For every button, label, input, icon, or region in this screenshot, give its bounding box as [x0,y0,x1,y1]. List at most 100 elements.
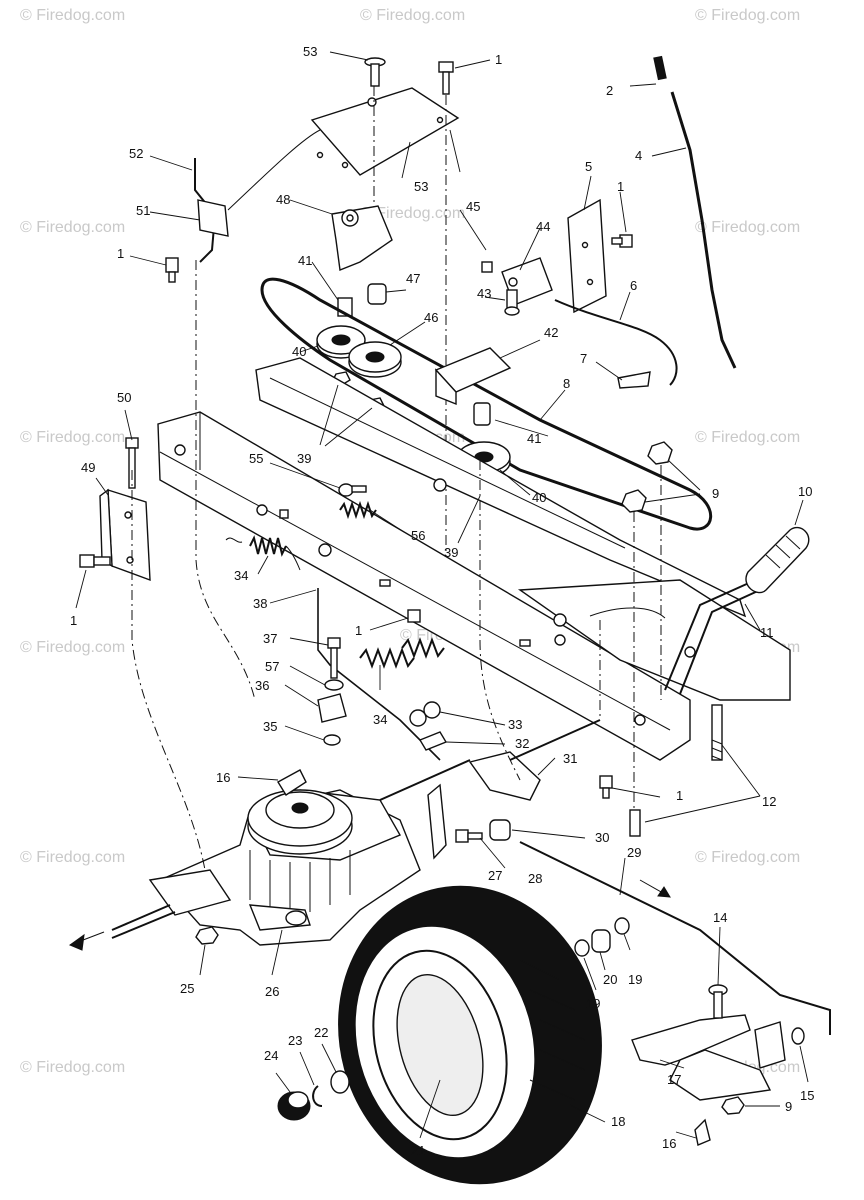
callout-19: 19 [628,972,642,987]
callout-41: 41 [298,253,312,268]
callout-10: 10 [798,484,812,499]
callout-45: 45 [466,199,480,214]
nut-9b [621,489,647,513]
watermark: © Firedog.com [20,429,125,446]
bracket-49-part [99,488,151,582]
callout-1: 1 [355,623,362,638]
callout-50: 50 [117,390,131,405]
bracket-51 [197,199,229,237]
watermark: © Firedog.com [20,1059,125,1076]
carriage-bolt-53 [364,57,386,87]
washer-57 [324,679,344,691]
callout-29: 29 [627,845,641,860]
callout-48: 48 [276,192,290,207]
frame-rear-plate [517,579,791,701]
washer-19b [614,917,630,935]
rod-38 [317,588,441,761]
spring-34b [359,637,445,669]
callout-4: 4 [635,148,642,163]
callout-9: 9 [785,1099,792,1114]
bolt-55 [338,483,367,497]
callout-12: 12 [762,794,776,809]
callout-35: 35 [263,719,277,734]
callout-1: 1 [617,179,624,194]
callout-22: 22 [314,1025,328,1040]
callout-38: 38 [253,596,267,611]
watermark: © Firedog.com [20,7,125,24]
callout-37: 37 [263,631,277,646]
clip-16 [277,769,307,796]
bolt-1-left [79,554,111,568]
callout-39: 39 [444,545,458,560]
callout-36: 36 [255,678,269,693]
callout-18: 18 [611,1114,625,1129]
callout-1: 1 [70,613,77,628]
nut-9a [647,441,673,465]
callout-32: 32 [515,736,529,751]
clip-23 [312,1085,323,1107]
callout-57: 57 [265,659,279,674]
callout-34: 34 [234,568,248,583]
watermark: © Firedog.com [695,849,800,866]
washer-15 [791,1027,805,1045]
watermark: © Firedog.com [360,205,465,222]
callout-16: 16 [216,770,230,785]
input-shaft [379,759,471,801]
idler-bracket-48 [331,205,393,271]
watermark: © Firedog.com [360,7,465,24]
callout-28: 28 [528,871,542,886]
bolt-50 [125,437,139,489]
cable-6 [554,299,678,386]
nut-25 [195,926,219,945]
callout-47: 47 [406,271,420,286]
bolt-1-bracket5 [611,234,633,248]
clip-7 [617,371,651,389]
callout-1: 1 [495,52,502,67]
watermark: © Firedog.com [695,219,800,236]
callout-26: 26 [265,984,279,999]
callout-6: 6 [630,278,637,293]
bolt-37 [327,637,341,679]
cap-30 [489,819,511,841]
arm-36 [317,693,347,723]
callout-25: 25 [180,981,194,996]
bolt-43 [504,289,520,316]
callout-9: 9 [712,486,719,501]
callout-53: 53 [414,179,428,194]
watermark: © Firedog.com [695,429,800,446]
callout-33: 33 [508,717,522,732]
bolt-12b [629,809,641,837]
bolt-1-center [407,609,421,623]
callout-24: 24 [264,1048,278,1063]
callout-16: 16 [662,1136,676,1151]
spacer-47 [367,283,387,305]
washer-22 [330,1070,350,1094]
callout-34: 34 [373,712,387,727]
watermark: © Firedog.com [20,849,125,866]
watermark: © Firedog.com [695,7,800,24]
callout-23: 23 [288,1033,302,1048]
callout-40: 40 [532,490,546,505]
nut-9c [721,1096,745,1115]
rod-29 [519,841,831,1035]
drive-belt-8 [260,277,713,531]
callout-7: 7 [580,351,587,366]
bolt-1-top [438,61,454,95]
clip-16b [694,1118,711,1146]
washers-33 [409,701,441,727]
callout-43: 43 [477,286,491,301]
callout-5: 5 [585,159,592,174]
spring-34a [225,535,301,571]
watermark: © Firedog.com [20,639,125,656]
bracket-42-part [434,347,512,406]
watermark: © Firedog.com [20,219,125,236]
cover-plate-part [310,87,460,176]
spacer-32 [418,731,448,751]
frame-rail-upper [255,357,747,618]
callout-46: 46 [424,310,438,325]
callout-30: 30 [595,830,609,845]
grip-10 [745,526,810,594]
washer-35 [323,734,341,746]
bolt-27 [455,829,483,843]
